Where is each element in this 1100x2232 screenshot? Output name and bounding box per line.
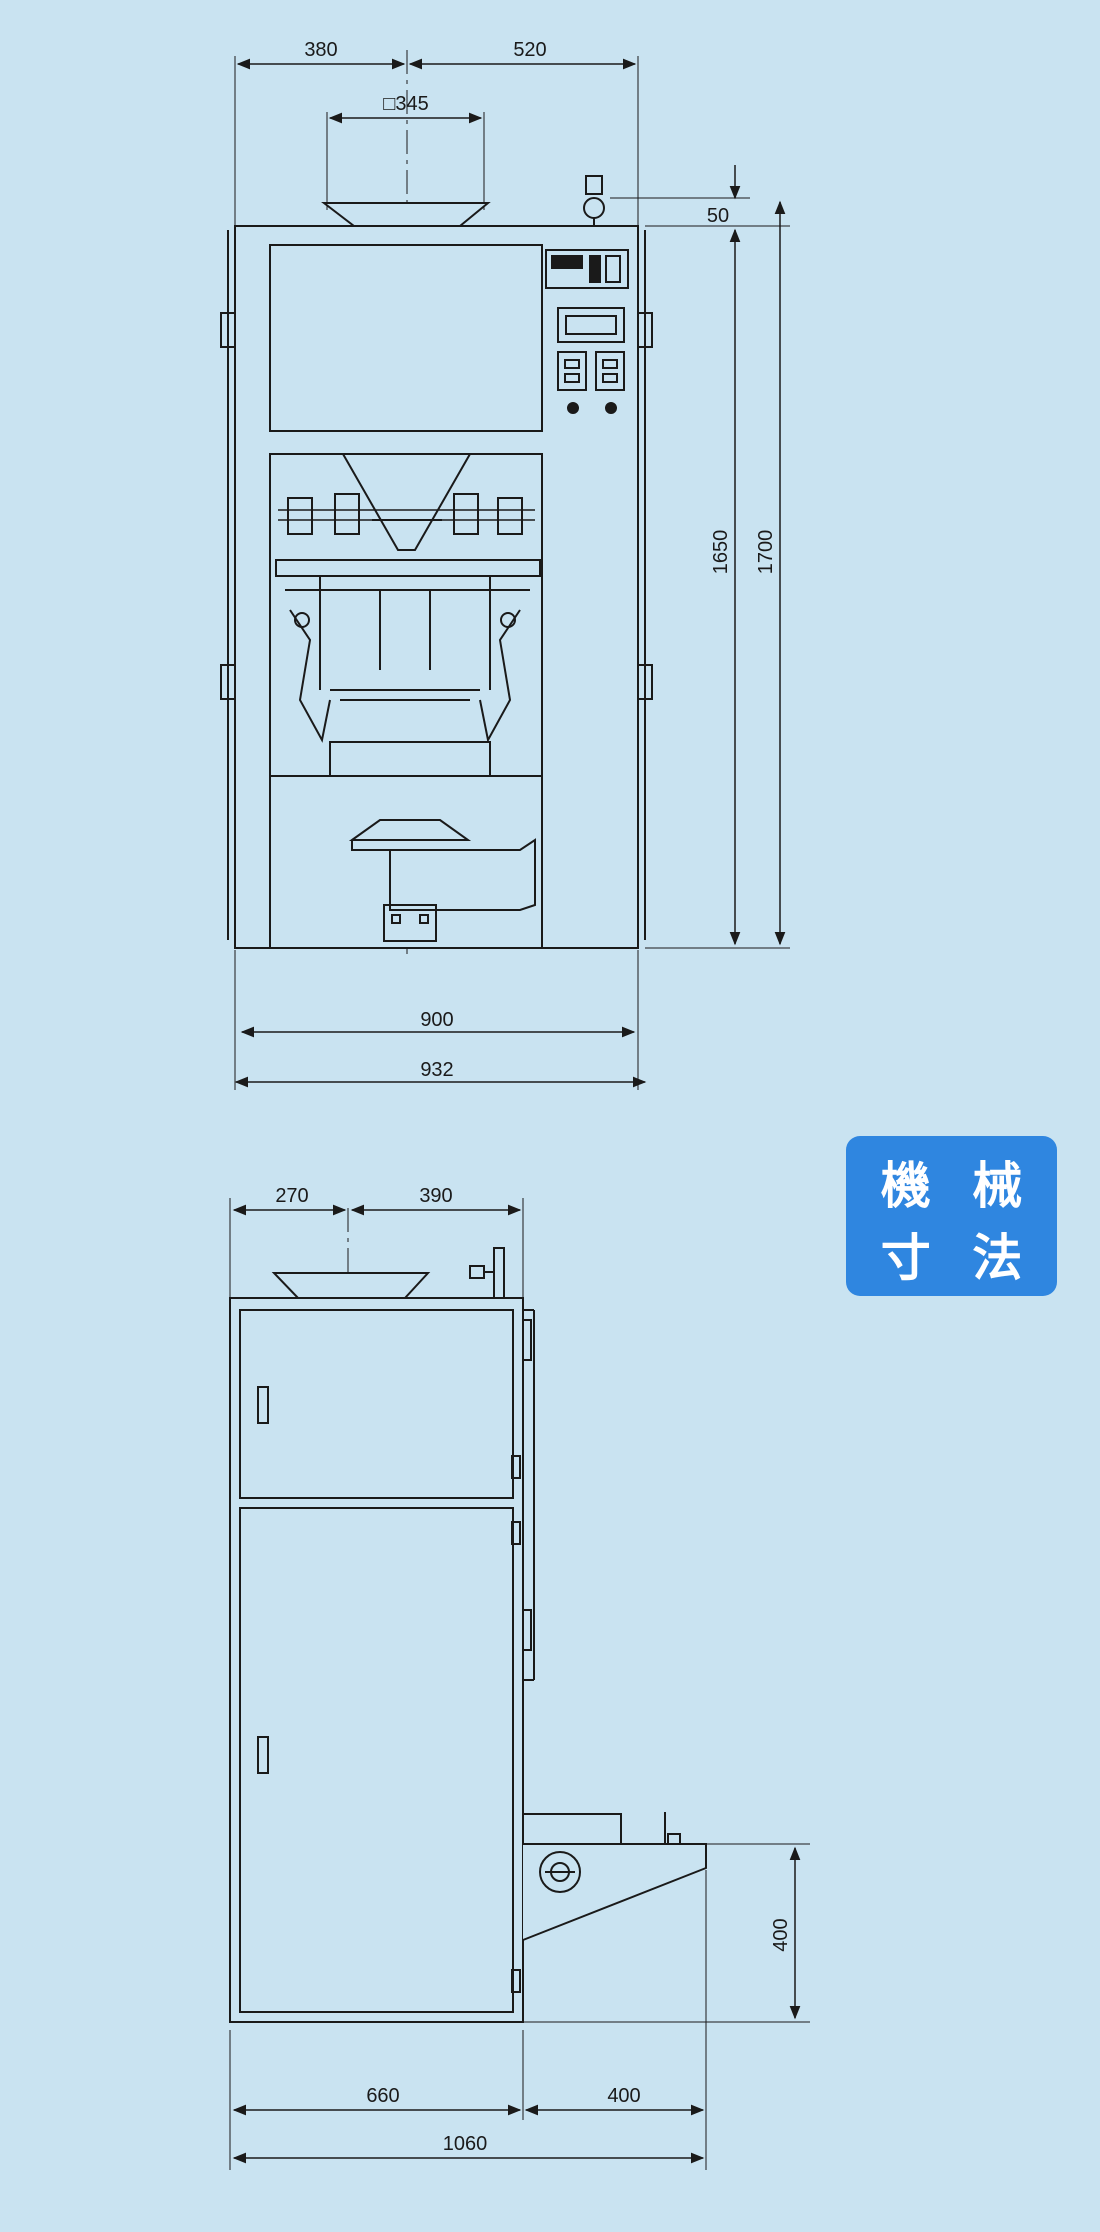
machine-dimensions-badge: 機 械 寸 法 xyxy=(846,1136,1057,1296)
side-view xyxy=(229,1198,810,2170)
front-lower-section xyxy=(269,775,543,949)
dim-1060-label: 1060 xyxy=(443,2133,488,2155)
badge-char-1: 機 xyxy=(880,1157,931,1215)
dim-900-label: 900 xyxy=(420,1009,453,1031)
side-hopper xyxy=(271,1272,431,1299)
front-cabinet xyxy=(234,225,639,949)
front-upper-window xyxy=(269,244,543,432)
dim-390-label: 390 xyxy=(419,1185,452,1207)
side-lower-door xyxy=(239,1507,514,2013)
dim-270-label: 270 xyxy=(275,1185,308,1207)
dim-1650-label: 1650 xyxy=(710,530,732,575)
dim-1700-label: 1700 xyxy=(755,530,777,575)
dim-520-label: 520 xyxy=(513,39,546,61)
dim-400-vertical-label: 400 xyxy=(770,1918,792,1951)
side-upper-door xyxy=(239,1309,514,1499)
dim-932-label: 932 xyxy=(420,1059,453,1081)
front-hopper xyxy=(321,202,491,227)
control-screen xyxy=(557,307,625,343)
dim-50-label: 50 xyxy=(707,205,729,227)
dim-660-label: 660 xyxy=(366,2085,399,2107)
control-display xyxy=(545,249,629,289)
badge-char-4: 法 xyxy=(972,1229,1023,1287)
front-view xyxy=(220,50,790,1090)
side-cabinet xyxy=(229,1297,524,2023)
badge-char-2: 械 xyxy=(972,1157,1023,1215)
dim-345-label: □345 xyxy=(383,93,428,115)
dim-380-label: 380 xyxy=(304,39,337,61)
dim-400-horizontal-label: 400 xyxy=(607,2085,640,2107)
badge-char-3: 寸 xyxy=(880,1229,931,1287)
